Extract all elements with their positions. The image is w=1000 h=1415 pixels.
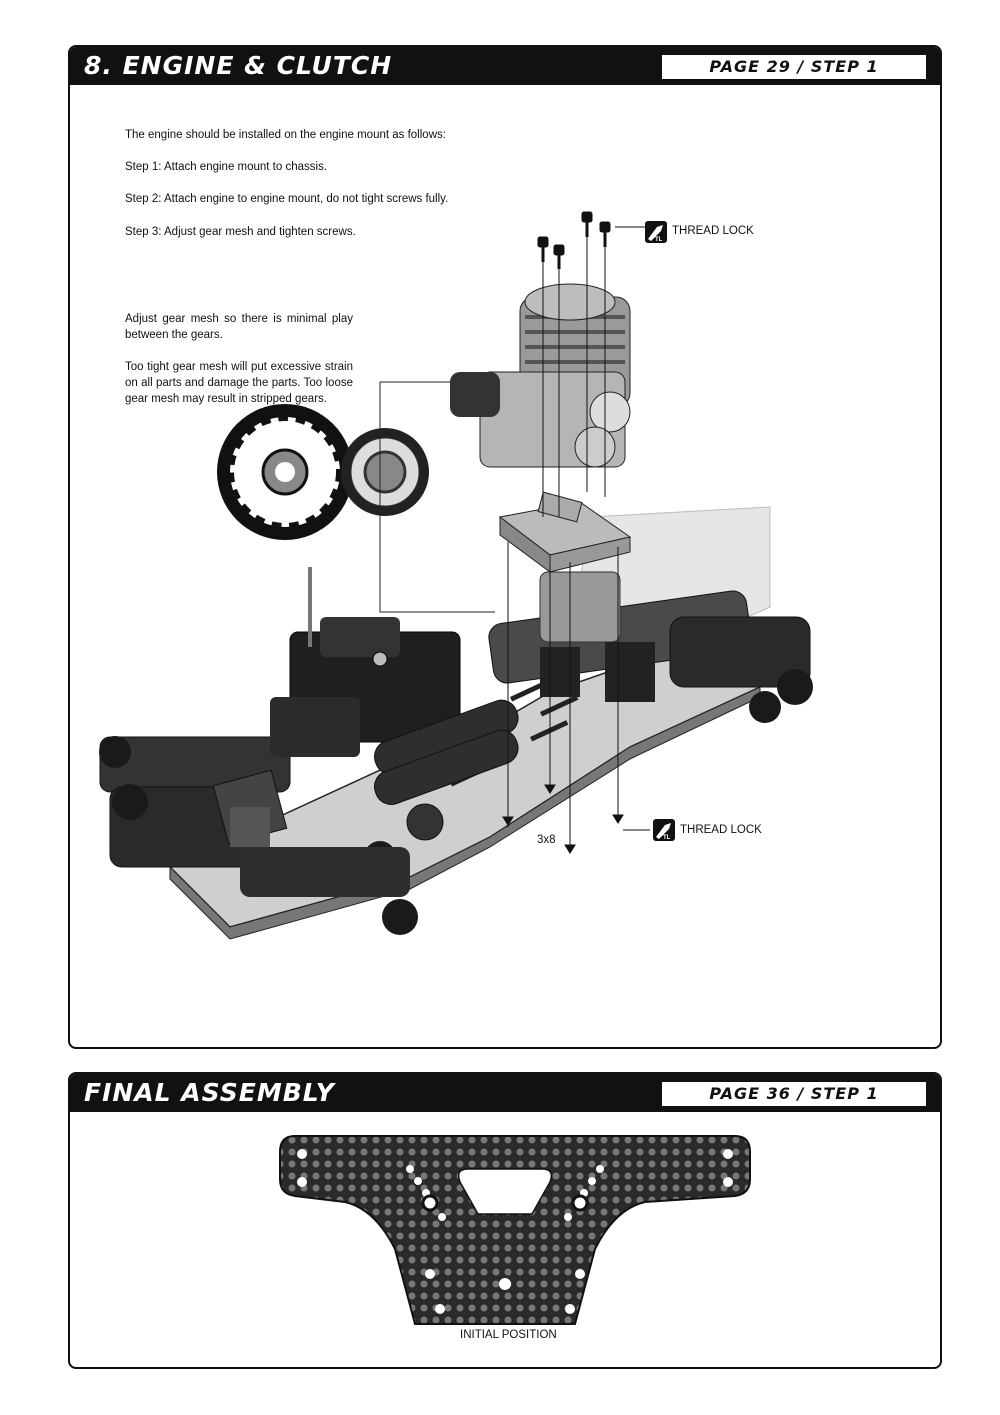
gear-mesh-note: Adjust gear mesh so there is minimal pla…	[125, 313, 353, 341]
engine-mount-illustration	[498, 491, 632, 573]
shock-tower-illustration	[279, 1135, 751, 1325]
engine-illustration	[450, 283, 631, 468]
thread-lock-label-top: THREAD LOCK	[672, 225, 754, 237]
screw-size-label: 3x8	[537, 834, 556, 846]
step-3-text: Step 3: Adjust gear mesh and tighten scr…	[125, 226, 356, 238]
svg-text:TL: TL	[663, 835, 671, 841]
panel-header: FINAL ASSEMBLY PAGE 36 / STEP 1	[70, 1074, 940, 1112]
chassis-illustration	[99, 506, 813, 940]
initial-position-caption: INITIAL POSITION	[460, 1329, 557, 1341]
page-reference: PAGE 36 / STEP 1	[662, 1082, 926, 1106]
section-title: FINAL ASSEMBLY	[84, 1078, 335, 1107]
top-screws	[537, 211, 645, 517]
svg-text:TL: TL	[655, 237, 663, 243]
gear-detail-illustration	[217, 381, 495, 613]
engine-assembly-illustration	[99, 211, 813, 940]
final-assembly-panel: FINAL ASSEMBLY PAGE 36 / STEP 1 INITIAL …	[68, 1072, 942, 1369]
engine-clutch-panel: 8. ENGINE & CLUTCH PAGE 29 / STEP 1 The …	[68, 45, 942, 1049]
intro-text: The engine should be installed on the en…	[125, 129, 446, 141]
gear-mesh-warning: Too tight gear mesh will put excessive s…	[125, 361, 353, 405]
thread-lock-label-bottom: THREAD LOCK	[680, 824, 762, 836]
bottom-screws	[502, 542, 650, 854]
step-2-text: Step 2: Attach engine to engine mount, d…	[125, 193, 449, 205]
thread-lock-icon: TL	[653, 819, 675, 841]
page-reference: PAGE 29 / STEP 1	[662, 55, 926, 79]
step-1-text: Step 1: Attach engine mount to chassis.	[125, 161, 328, 173]
thread-lock-icon: TL	[645, 221, 667, 243]
section-title: 8. ENGINE & CLUTCH	[84, 51, 393, 80]
panel-header: 8. ENGINE & CLUTCH PAGE 29 / STEP 1	[70, 47, 940, 85]
